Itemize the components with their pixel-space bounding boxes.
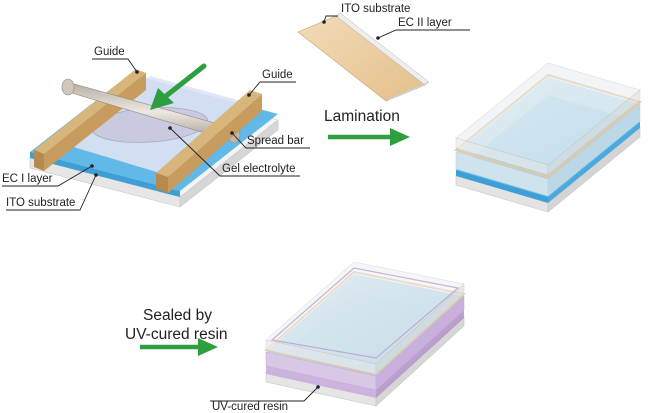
- guide-right-side: [168, 94, 262, 193]
- guide-right-top: [156, 90, 262, 177]
- svg-text:Spread bar: Spread bar: [247, 135, 304, 147]
- ec1-layer-front: [30, 152, 180, 197]
- label-ito-substrate-bottom: ITO substrate: [6, 173, 98, 211]
- svg-text:Lamination: Lamination: [324, 108, 400, 125]
- spread-direction-arrow: [150, 63, 207, 110]
- label-ec1-layer: EC I layer: [2, 164, 94, 187]
- sealing-step: Sealed by UV-cured resin: [125, 307, 228, 356]
- label-guide-left: Guide: [92, 46, 139, 74]
- guide-left-front: [34, 150, 44, 171]
- svg-text:EC II layer: EC II layer: [398, 17, 452, 29]
- svg-text:Gel electrolyte: Gel electrolyte: [222, 163, 296, 175]
- svg-text:UV-cured resin: UV-cured resin: [125, 326, 228, 343]
- label-spread-bar: Spread bar: [230, 131, 310, 149]
- svg-text:Sealed by: Sealed by: [143, 307, 212, 324]
- spreading-assembly: [29, 63, 279, 208]
- ito-substrate-top-edge-right: [385, 81, 430, 102]
- svg-text:ITO substrate: ITO substrate: [6, 197, 75, 209]
- label-ito-substrate-top: ITO substrate: [322, 3, 410, 24]
- svg-text:UV-cured resin: UV-cured resin: [212, 401, 288, 413]
- svg-text:EC I layer: EC I layer: [2, 173, 53, 185]
- svg-text:Guide: Guide: [262, 69, 293, 81]
- guide-right-front: [156, 173, 168, 193]
- ito-substrate-bottom-side-right: [179, 119, 279, 208]
- ito-ec2-plate: [297, 12, 430, 102]
- guide-left-top: [34, 69, 146, 154]
- label-gel-electrolyte: Gel electrolyte: [168, 126, 300, 177]
- label-uv-cured-resin: UV-cured resin: [210, 385, 320, 413]
- svg-text:ITO substrate: ITO substrate: [341, 3, 410, 15]
- label-ec2-layer: EC II layer: [376, 17, 470, 40]
- label-guide-right: Guide: [247, 69, 296, 97]
- laminated-cell: [453, 62, 643, 213]
- svg-text:Guide: Guide: [94, 46, 125, 58]
- sealed-cell: [264, 261, 466, 407]
- lamination-step: Lamination: [324, 108, 410, 146]
